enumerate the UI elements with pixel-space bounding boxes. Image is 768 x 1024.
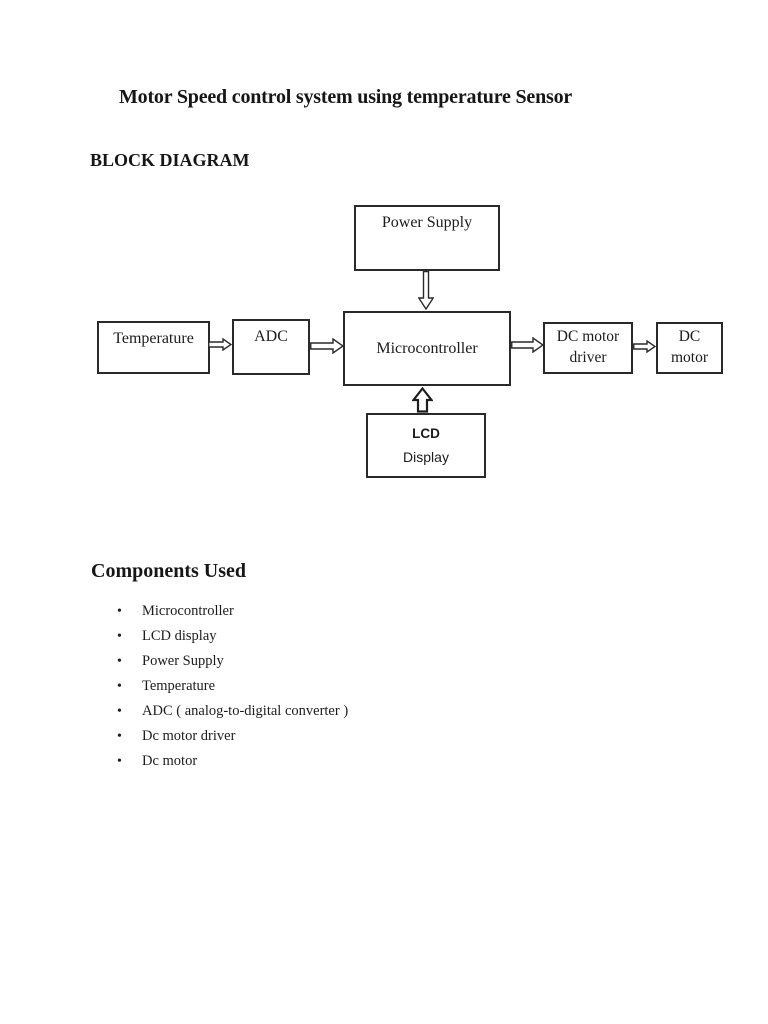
temperature-box: Temperature bbox=[97, 321, 210, 374]
arrow-driver-to-motor-icon bbox=[633, 340, 656, 353]
components-used-heading: Components Used bbox=[91, 560, 247, 582]
lcd-label-line1: LCD bbox=[412, 426, 440, 441]
list-item-dc-motor-driver: Dc motor driver bbox=[117, 724, 348, 749]
temperature-label: Temperature bbox=[113, 330, 194, 347]
components-list: Microcontroller LCD display Power Supply… bbox=[117, 599, 348, 774]
arrow-adc-to-microcontroller-icon bbox=[310, 338, 344, 354]
dc-motor-driver-box: DC motor driver bbox=[543, 322, 633, 374]
arrow-microcontroller-to-driver-icon bbox=[511, 337, 544, 353]
block-diagram-heading: BLOCK DIAGRAM bbox=[90, 150, 250, 170]
microcontroller-box: Microcontroller bbox=[343, 311, 511, 386]
dc-motor-label-line2: motor bbox=[670, 349, 709, 366]
list-item-temperature: Temperature bbox=[117, 674, 348, 699]
arrow-power-to-microcontroller-icon bbox=[418, 271, 434, 310]
arrow-temperature-to-adc-icon bbox=[208, 338, 232, 351]
list-item-microcontroller: Microcontroller bbox=[117, 599, 348, 624]
page-title: Motor Speed control system using tempera… bbox=[119, 86, 573, 108]
adc-box: ADC bbox=[232, 319, 310, 375]
lcd-label-line2: Display bbox=[403, 449, 449, 465]
list-item-lcd-display: LCD display bbox=[117, 624, 348, 649]
dc-motor-driver-label-line2: driver bbox=[569, 349, 607, 366]
dc-motor-box: DC motor bbox=[656, 322, 723, 374]
lcd-display-box: LCD Display bbox=[366, 413, 486, 478]
power-supply-box: Power Supply bbox=[354, 205, 500, 271]
dc-motor-label-line1: DC bbox=[678, 328, 701, 346]
list-item-dc-motor: Dc motor bbox=[117, 749, 348, 774]
arrow-lcd-to-microcontroller-icon bbox=[412, 387, 433, 413]
list-item-adc: ADC ( analog-to-digital converter ) bbox=[117, 699, 348, 724]
list-item-power-supply: Power Supply bbox=[117, 649, 348, 674]
power-supply-label: Power Supply bbox=[381, 214, 473, 231]
adc-label: ADC bbox=[254, 328, 288, 345]
microcontroller-label: Microcontroller bbox=[376, 339, 478, 357]
dc-motor-driver-label-line1: DC motor bbox=[556, 328, 620, 346]
